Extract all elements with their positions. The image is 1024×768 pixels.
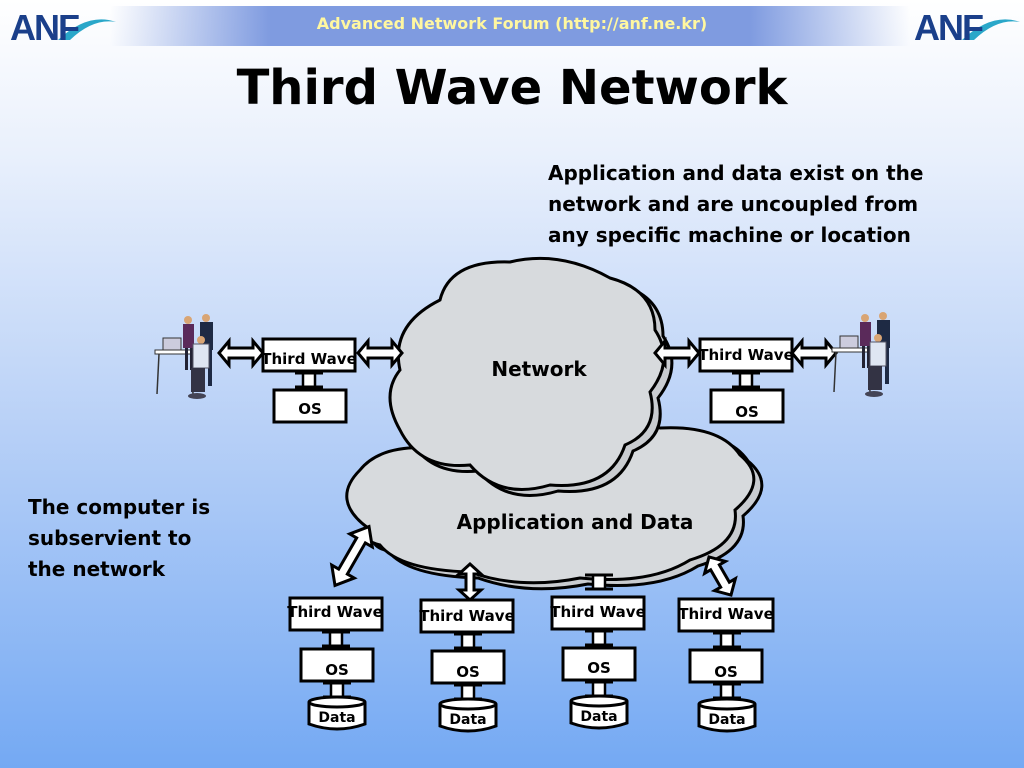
stack4-data-cylinder: Data: [697, 697, 757, 733]
stack4-connector-2: [711, 682, 743, 700]
right-connector: [730, 371, 762, 389]
third-wave-label: Third Wave: [419, 607, 515, 625]
data-label: Data: [708, 712, 745, 728]
application-data-label: Application and Data: [457, 510, 694, 534]
data-label: Data: [580, 709, 617, 725]
right-os-box: OS: [709, 388, 785, 424]
stack1-third-wave-box: Third Wave: [287, 596, 384, 632]
stack3-os-box: OS: [561, 646, 637, 682]
stack1-arrow: [329, 524, 375, 588]
left-connector: [293, 371, 325, 389]
right-network-arrow: [653, 339, 701, 367]
third-wave-label: Third Wave: [678, 605, 774, 623]
cloud-network: [388, 256, 674, 497]
left-user-arrow: [217, 339, 265, 367]
stack3-connector: [583, 629, 615, 647]
os-label: OS: [714, 663, 738, 681]
network-label: Network: [491, 357, 587, 381]
left-note: The computer is subservient to the netwo…: [28, 492, 210, 585]
top-note-line: Application and data exist on the: [548, 161, 924, 185]
data-label: Data: [318, 710, 355, 726]
left-note-line: The computer is: [28, 495, 211, 519]
stack2-arrow: [457, 562, 483, 602]
stack4-os-box: OS: [688, 648, 764, 684]
os-label: OS: [735, 403, 759, 421]
os-label: OS: [298, 400, 322, 418]
right-user-arrow: [790, 339, 838, 367]
left-network-arrow: [356, 339, 404, 367]
stack4-third-wave-box: Third Wave: [677, 597, 775, 633]
header-banner: [110, 6, 910, 46]
stack1-connector-2: [321, 681, 353, 699]
right-third-wave-box: Third Wave: [698, 337, 794, 373]
stack2-connector-2: [452, 683, 484, 701]
logo-text: ANF: [914, 7, 983, 46]
os-label: OS: [325, 661, 349, 679]
data-label: Data: [449, 712, 486, 728]
anf-logo-left: ANF: [10, 7, 116, 46]
left-note-line: the network: [28, 557, 166, 581]
logo-text: ANF: [10, 7, 79, 46]
os-label: OS: [456, 663, 480, 681]
people-icon: [831, 311, 891, 398]
top-note-line: network and are uncoupled from: [548, 192, 919, 216]
anf-logo-right: ANF: [914, 7, 1020, 46]
stack1-os-box: OS: [299, 647, 375, 683]
stack4-connector: [711, 631, 743, 649]
header-title: Advanced Network Forum (http://anf.ne.kr…: [316, 14, 708, 33]
top-note: Application and data exist on the networ…: [548, 158, 923, 251]
stack2-third-wave-box: Third Wave: [419, 598, 515, 634]
stack2-data-cylinder: Data: [438, 697, 498, 733]
stack3-third-wave-box: Third Wave: [550, 595, 646, 631]
third-wave-label: Third Wave: [698, 346, 794, 364]
left-note-line: subservient to: [28, 526, 192, 550]
stack3-data-cylinder: Data: [569, 694, 629, 730]
stack1-connector: [320, 630, 352, 648]
third-wave-label: Third Wave: [287, 603, 383, 621]
stack2-os-box: OS: [430, 649, 506, 685]
stack1-data-cylinder: Data: [307, 695, 367, 731]
left-third-wave-box: Third Wave: [261, 337, 357, 373]
page-title: Third Wave Network: [236, 60, 788, 116]
third-wave-label: Third Wave: [550, 603, 646, 621]
left-os-box: OS: [272, 388, 348, 424]
right-user-group: [831, 311, 891, 398]
stack3-connector-2: [583, 680, 615, 698]
left-user-group: [154, 313, 214, 400]
stack2-connector: [452, 632, 484, 650]
top-note-line: any specific machine or location: [548, 223, 911, 247]
os-label: OS: [587, 659, 611, 677]
stack4-arrow: [702, 555, 738, 597]
third-wave-label: Third Wave: [261, 350, 357, 368]
people-icon: [154, 313, 214, 400]
